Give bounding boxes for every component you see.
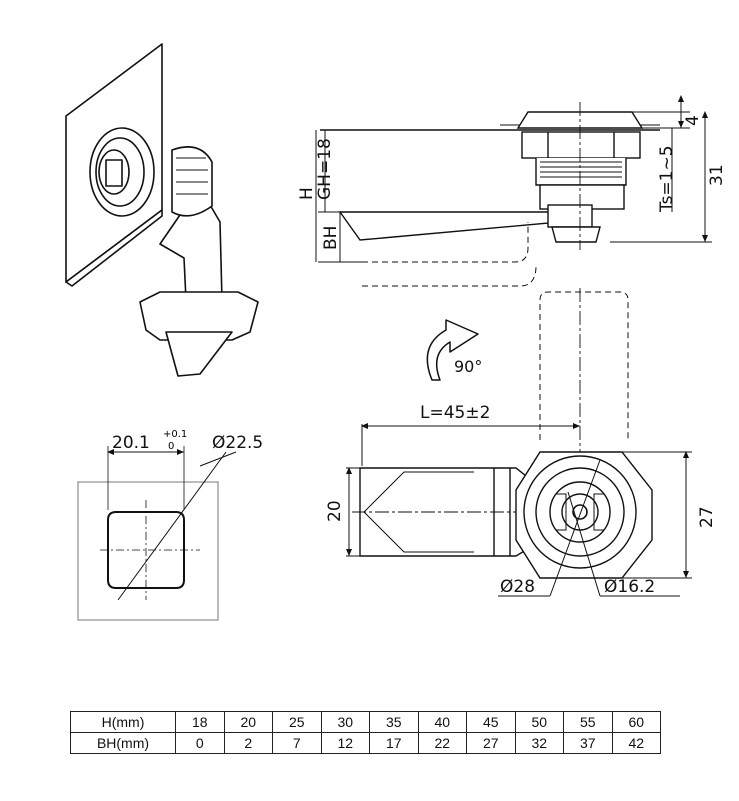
table-cell: 40	[417, 711, 467, 733]
table-row: H(mm) 18 20 25 30 35 40 45 50 55 60	[70, 711, 661, 733]
table-cell: 25	[272, 711, 322, 733]
hex-nut	[521, 131, 641, 159]
lock-body-barrel	[171, 146, 213, 217]
table-cell: 22	[417, 732, 467, 754]
table-cell: 37	[563, 732, 613, 754]
dim-tolerance-lower: 0	[168, 441, 174, 452]
table-cell: 17	[369, 732, 419, 754]
rotation-label: 90°	[454, 357, 482, 376]
panel-cutout-view	[77, 446, 237, 621]
table-cell: 45	[466, 711, 516, 733]
dim-inner-diameter: Ø16.2	[604, 577, 655, 597]
table-cell: 50	[514, 711, 564, 733]
panel-edge	[65, 209, 163, 287]
table-cell: 60	[611, 711, 661, 733]
table-cell: 20	[223, 711, 273, 733]
dim-plate-thickness: Ts=1~5	[657, 145, 677, 213]
dim-h: H	[297, 187, 317, 200]
table-cell: 55	[563, 711, 613, 733]
cylinder-circle	[549, 481, 611, 543]
cam-tip	[165, 331, 233, 377]
top-view	[346, 288, 692, 597]
dim-cam-width: 20	[325, 500, 345, 522]
bezel-circle	[523, 455, 637, 569]
thread-circle	[535, 467, 625, 557]
dim-length: L=45±2	[420, 403, 490, 423]
dim-cutout-width: 20.1	[112, 433, 150, 453]
table-cell: 30	[320, 711, 370, 733]
table-cell: 2	[223, 732, 273, 754]
table-cell: 12	[320, 732, 370, 754]
dim-body-width: 27	[697, 506, 717, 528]
side-view	[315, 95, 712, 287]
dim-total-height: 31	[707, 164, 727, 186]
table-row: BH(mm) 0 2 7 12 17 22 27 32 37 42	[70, 732, 661, 754]
table-cell: 0	[175, 732, 225, 754]
size-table: H(mm) 18 20 25 30 35 40 45 50 55 60 BH(m…	[70, 711, 661, 754]
isometric-view	[65, 43, 259, 377]
table-cell: 35	[369, 711, 419, 733]
row-header: H(mm)	[70, 711, 176, 733]
cam-nut	[139, 291, 259, 341]
rotation-arrow-icon	[426, 319, 479, 381]
dim-cutout-diameter: Ø22.5	[212, 433, 263, 453]
table-cell: 18	[175, 711, 225, 733]
table-cell: 27	[466, 732, 516, 754]
table-cell: 42	[611, 732, 661, 754]
table-cell: 7	[272, 732, 322, 754]
table-cell: 32	[514, 732, 564, 754]
dim-outer-diameter: Ø28	[500, 577, 535, 597]
row-header: BH(mm)	[70, 732, 176, 754]
dim-tolerance-upper: +0.1	[163, 429, 187, 440]
dim-cap-height: 4	[683, 115, 703, 126]
key-slot	[105, 159, 123, 187]
dim-gh: GH=18	[315, 138, 335, 200]
dim-bh: BH	[321, 226, 341, 250]
cam-blade	[338, 211, 561, 241]
key-hole	[572, 504, 588, 520]
